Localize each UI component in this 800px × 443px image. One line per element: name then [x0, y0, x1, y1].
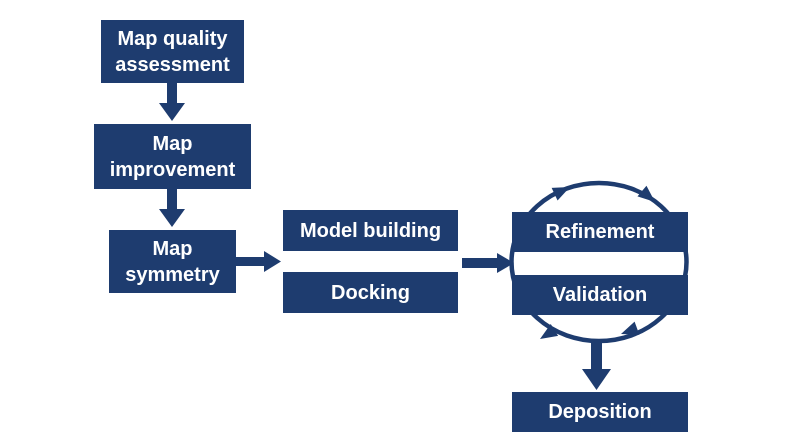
- cycle-gap-mask: [517, 252, 683, 275]
- node-map-symmetry: Map symmetry: [109, 230, 236, 293]
- arrow-cycle-to-deposition: [582, 339, 611, 390]
- node-refinement: Refinement: [512, 212, 688, 252]
- node-map-quality-assessment: Map quality assessment: [101, 20, 244, 83]
- node-docking: Docking: [283, 272, 458, 313]
- arrow-map-symmetry-to-model-building: [236, 251, 281, 272]
- cycle-arrowhead-top-right-icon: [637, 185, 655, 202]
- node-model-building: Model building: [283, 210, 458, 251]
- node-map-improvement: Map improvement: [94, 124, 251, 189]
- node-validation: Validation: [512, 275, 688, 315]
- arrow-map-quality-to-map-improvement: [159, 82, 185, 121]
- arrow-map-improvement-to-map-symmetry: [159, 188, 185, 227]
- arrow-model-building-to-refinement: [462, 253, 514, 273]
- cycle-arrowhead-bottom-right-icon: [621, 321, 640, 335]
- cycle-arrowhead-top-left-icon: [551, 187, 570, 201]
- node-deposition: Deposition: [512, 392, 688, 432]
- cycle-arrowhead-bottom-left-icon: [540, 324, 559, 339]
- refinement-validation-cycle: [509, 180, 689, 344]
